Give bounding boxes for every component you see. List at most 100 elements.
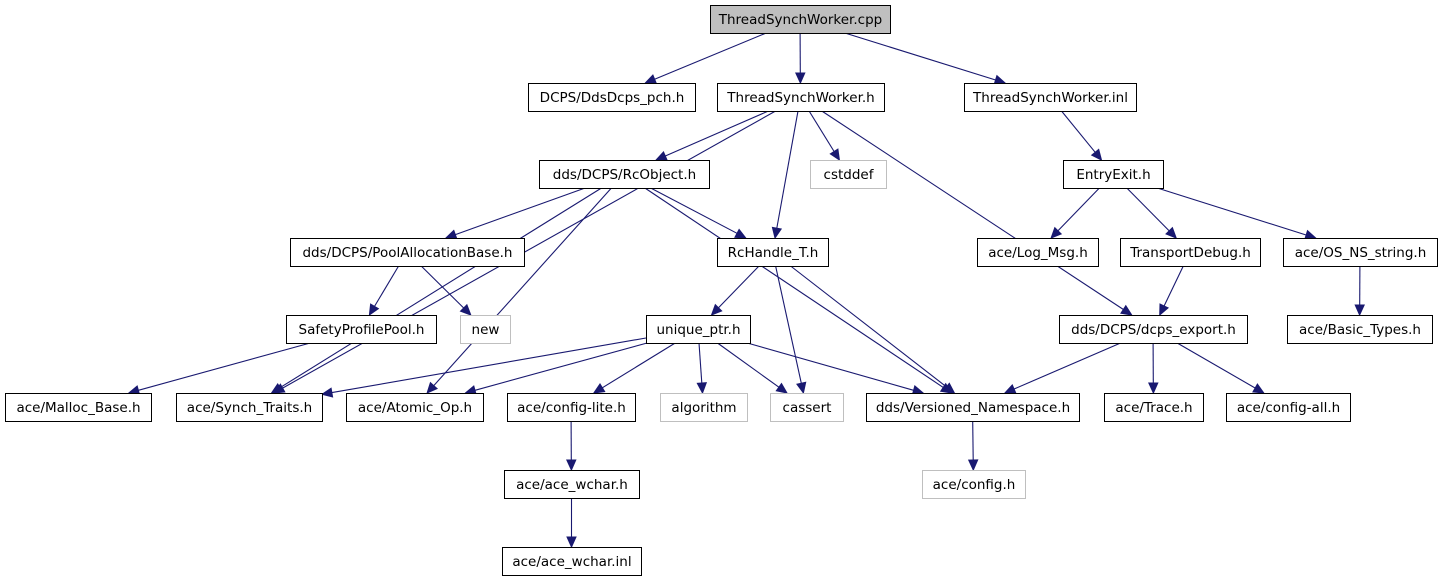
node-label: DCPS/DdsDcps_pch.h bbox=[540, 90, 685, 106]
node-dds-dcps-poolallocationbase-h[interactable]: dds/DCPS/PoolAllocationBase.h bbox=[290, 238, 525, 267]
edge-dds-dcps-rcobject-h-to-dds-versioned_namespace-h bbox=[644, 187, 944, 388]
node-label: ace/config-lite.h bbox=[517, 400, 626, 416]
node-unique-ptr-h[interactable]: unique_ptr.h bbox=[646, 315, 751, 344]
node-box bbox=[1104, 393, 1204, 422]
edge-threadsynchworker-h-to-dds-dcps-rcobject-h bbox=[665, 110, 769, 157]
node-dcps-ddsdcps-pch-h[interactable]: DCPS/DdsDcps_pch.h bbox=[528, 83, 696, 112]
node-ace-log-msg-h[interactable]: ace/Log_Msg.h bbox=[977, 238, 1099, 267]
node-box bbox=[1226, 393, 1351, 422]
edge-threadsynchworker-cpp-to-dcps-ddsdcps_pch-h bbox=[654, 32, 767, 80]
node-safetyprofilepool-h[interactable]: SafetyProfilePool.h bbox=[286, 315, 437, 344]
node-box bbox=[502, 547, 642, 576]
node-new: new bbox=[460, 315, 511, 344]
node-label: ace/Atomic_Op.h bbox=[358, 400, 472, 416]
node-label: dds/Versioned_Namespace.h bbox=[876, 400, 1070, 416]
node-threadsynchworker-cpp[interactable]: ThreadSynchWorker.cpp bbox=[710, 5, 891, 34]
node-ace-ace-wchar-inl[interactable]: ace/ace_wchar.inl bbox=[502, 547, 642, 576]
node-box bbox=[1063, 160, 1164, 189]
edge-dds-dcps-poolallocationbase-h-to-safetyprofilepool-h bbox=[374, 265, 400, 307]
node-label: ace/OS_NS_string.h bbox=[1295, 245, 1427, 261]
edge-dds-dcps-dcps_export-h-to-dds-versioned_namespace-h bbox=[1013, 342, 1121, 390]
node-box bbox=[977, 238, 1099, 267]
arrowhead bbox=[368, 303, 380, 317]
arrowhead bbox=[1003, 383, 1017, 394]
node-ace-ace-wchar-h[interactable]: ace/ace_wchar.h bbox=[504, 470, 640, 499]
arrowhead bbox=[1165, 226, 1178, 239]
node-box bbox=[1059, 315, 1248, 344]
node-ace-os-ns-string-h[interactable]: ace/OS_NS_string.h bbox=[1283, 238, 1438, 267]
node-rchandle-t-h[interactable]: RcHandle_T.h bbox=[717, 238, 829, 267]
node-entryexit-h[interactable]: EntryExit.h bbox=[1063, 160, 1164, 189]
edge-unique_ptr-h-to-ace-atomic_op-h bbox=[474, 342, 648, 391]
node-cassert: cassert bbox=[770, 393, 844, 422]
arrowhead bbox=[771, 226, 783, 240]
arrowhead bbox=[459, 303, 472, 316]
node-ace-trace-h[interactable]: ace/Trace.h bbox=[1104, 393, 1204, 422]
node-label: EntryExit.h bbox=[1076, 167, 1150, 183]
edge-threadsynchworker-inl-to-entryexit-h bbox=[1061, 110, 1096, 153]
edge-safetyprofilepool-h-to-ace-malloc_base-h bbox=[138, 342, 311, 391]
node-label: dds/DCPS/dcps_export.h bbox=[1071, 322, 1236, 338]
arrowhead bbox=[734, 228, 747, 239]
arrowhead bbox=[426, 381, 439, 394]
node-ace-config-lite-h[interactable]: ace/config-lite.h bbox=[507, 393, 636, 422]
node-box bbox=[710, 5, 891, 34]
node-box bbox=[346, 393, 484, 422]
node-label: TransportDebug.h bbox=[1129, 245, 1251, 261]
edge-unique_ptr-h-to-ace-synch_traits-h bbox=[331, 337, 647, 394]
node-label: ThreadSynchWorker.inl bbox=[972, 90, 1128, 106]
node-ace-atomic-op-h[interactable]: ace/Atomic_Op.h bbox=[346, 393, 484, 422]
node-label: ace/Basic_Types.h bbox=[1299, 322, 1421, 338]
edge-dds-dcps-rcobject-h-to-rchandle_t-h bbox=[650, 187, 738, 234]
node-box bbox=[922, 470, 1026, 499]
arrowhead bbox=[1354, 304, 1365, 317]
arrowhead bbox=[1050, 226, 1063, 239]
edge-rchandle_t-h-to-cassert bbox=[775, 265, 802, 384]
arrowhead bbox=[796, 381, 807, 395]
node-cstddef: cstddef bbox=[810, 160, 887, 189]
edge-threadsynchworker-h-to-cstddef bbox=[808, 110, 835, 152]
edge-threadsynchworker-h-to-rchandle_t-h bbox=[776, 110, 799, 229]
node-dds-dcps-dcps-export-h[interactable]: dds/DCPS/dcps_export.h bbox=[1059, 315, 1248, 344]
node-label: ThreadSynchWorker.cpp bbox=[718, 12, 882, 28]
arrowhead bbox=[775, 382, 788, 394]
node-label: cstddef bbox=[824, 167, 875, 183]
node-threadsynchworker-inl[interactable]: ThreadSynchWorker.inl bbox=[964, 83, 1137, 112]
node-box bbox=[646, 315, 751, 344]
node-box bbox=[5, 393, 152, 422]
node-ace-synch-traits-h[interactable]: ace/Synch_Traits.h bbox=[176, 393, 323, 422]
edge-unique_ptr-h-to-cassert bbox=[717, 342, 780, 388]
edge-entryexit-h-to-transportdebug-h bbox=[1126, 187, 1170, 232]
edge-entryexit-h-to-ace-os_ns_string-h bbox=[1157, 187, 1307, 236]
node-box bbox=[717, 83, 885, 112]
edge-transportdebug-h-to-dds-dcps-dcps_export-h bbox=[1163, 265, 1184, 307]
node-box bbox=[1287, 315, 1433, 344]
node-algorithm: algorithm bbox=[660, 393, 748, 422]
node-dds-dcps-rcobject-h[interactable]: dds/DCPS/RcObject.h bbox=[539, 160, 710, 189]
arrowhead bbox=[710, 303, 723, 316]
node-box bbox=[810, 160, 887, 189]
node-label: ace/Malloc_Base.h bbox=[16, 400, 140, 416]
node-label: ace/config.h bbox=[933, 477, 1016, 493]
arrowhead bbox=[654, 150, 668, 161]
node-box bbox=[507, 393, 636, 422]
node-transportdebug-h[interactable]: TransportDebug.h bbox=[1120, 238, 1261, 267]
edge-rchandle_t-h-to-dds-versioned_namespace-h bbox=[790, 265, 947, 388]
node-label: ThreadSynchWorker.h bbox=[726, 90, 874, 106]
node-threadsynchworker-h[interactable]: ThreadSynchWorker.h bbox=[717, 83, 885, 112]
node-ace-malloc-base-h[interactable]: ace/Malloc_Base.h bbox=[5, 393, 152, 422]
node-box bbox=[964, 83, 1137, 112]
node-ace-config-all-h[interactable]: ace/config-all.h bbox=[1226, 393, 1351, 422]
edge-dds-dcps-rcobject-h-to-ace-synch_traits-h bbox=[279, 187, 602, 389]
node-dds-versioned-namespace-h[interactable]: dds/Versioned_Namespace.h bbox=[866, 393, 1080, 422]
node-label: ace/config-all.h bbox=[1237, 400, 1340, 416]
node-ace-config-h: ace/config.h bbox=[922, 470, 1026, 499]
arrowhead bbox=[829, 148, 841, 162]
edge-dds-dcps-dcps_export-h-to-ace-config-all-h bbox=[1176, 342, 1256, 389]
node-ace-basic-types-h[interactable]: ace/Basic_Types.h bbox=[1287, 315, 1433, 344]
arrowhead bbox=[566, 536, 577, 549]
node-box bbox=[660, 393, 748, 422]
edge-rchandle_t-h-to-unique_ptr-h bbox=[718, 265, 760, 309]
node-label: unique_ptr.h bbox=[656, 322, 740, 338]
